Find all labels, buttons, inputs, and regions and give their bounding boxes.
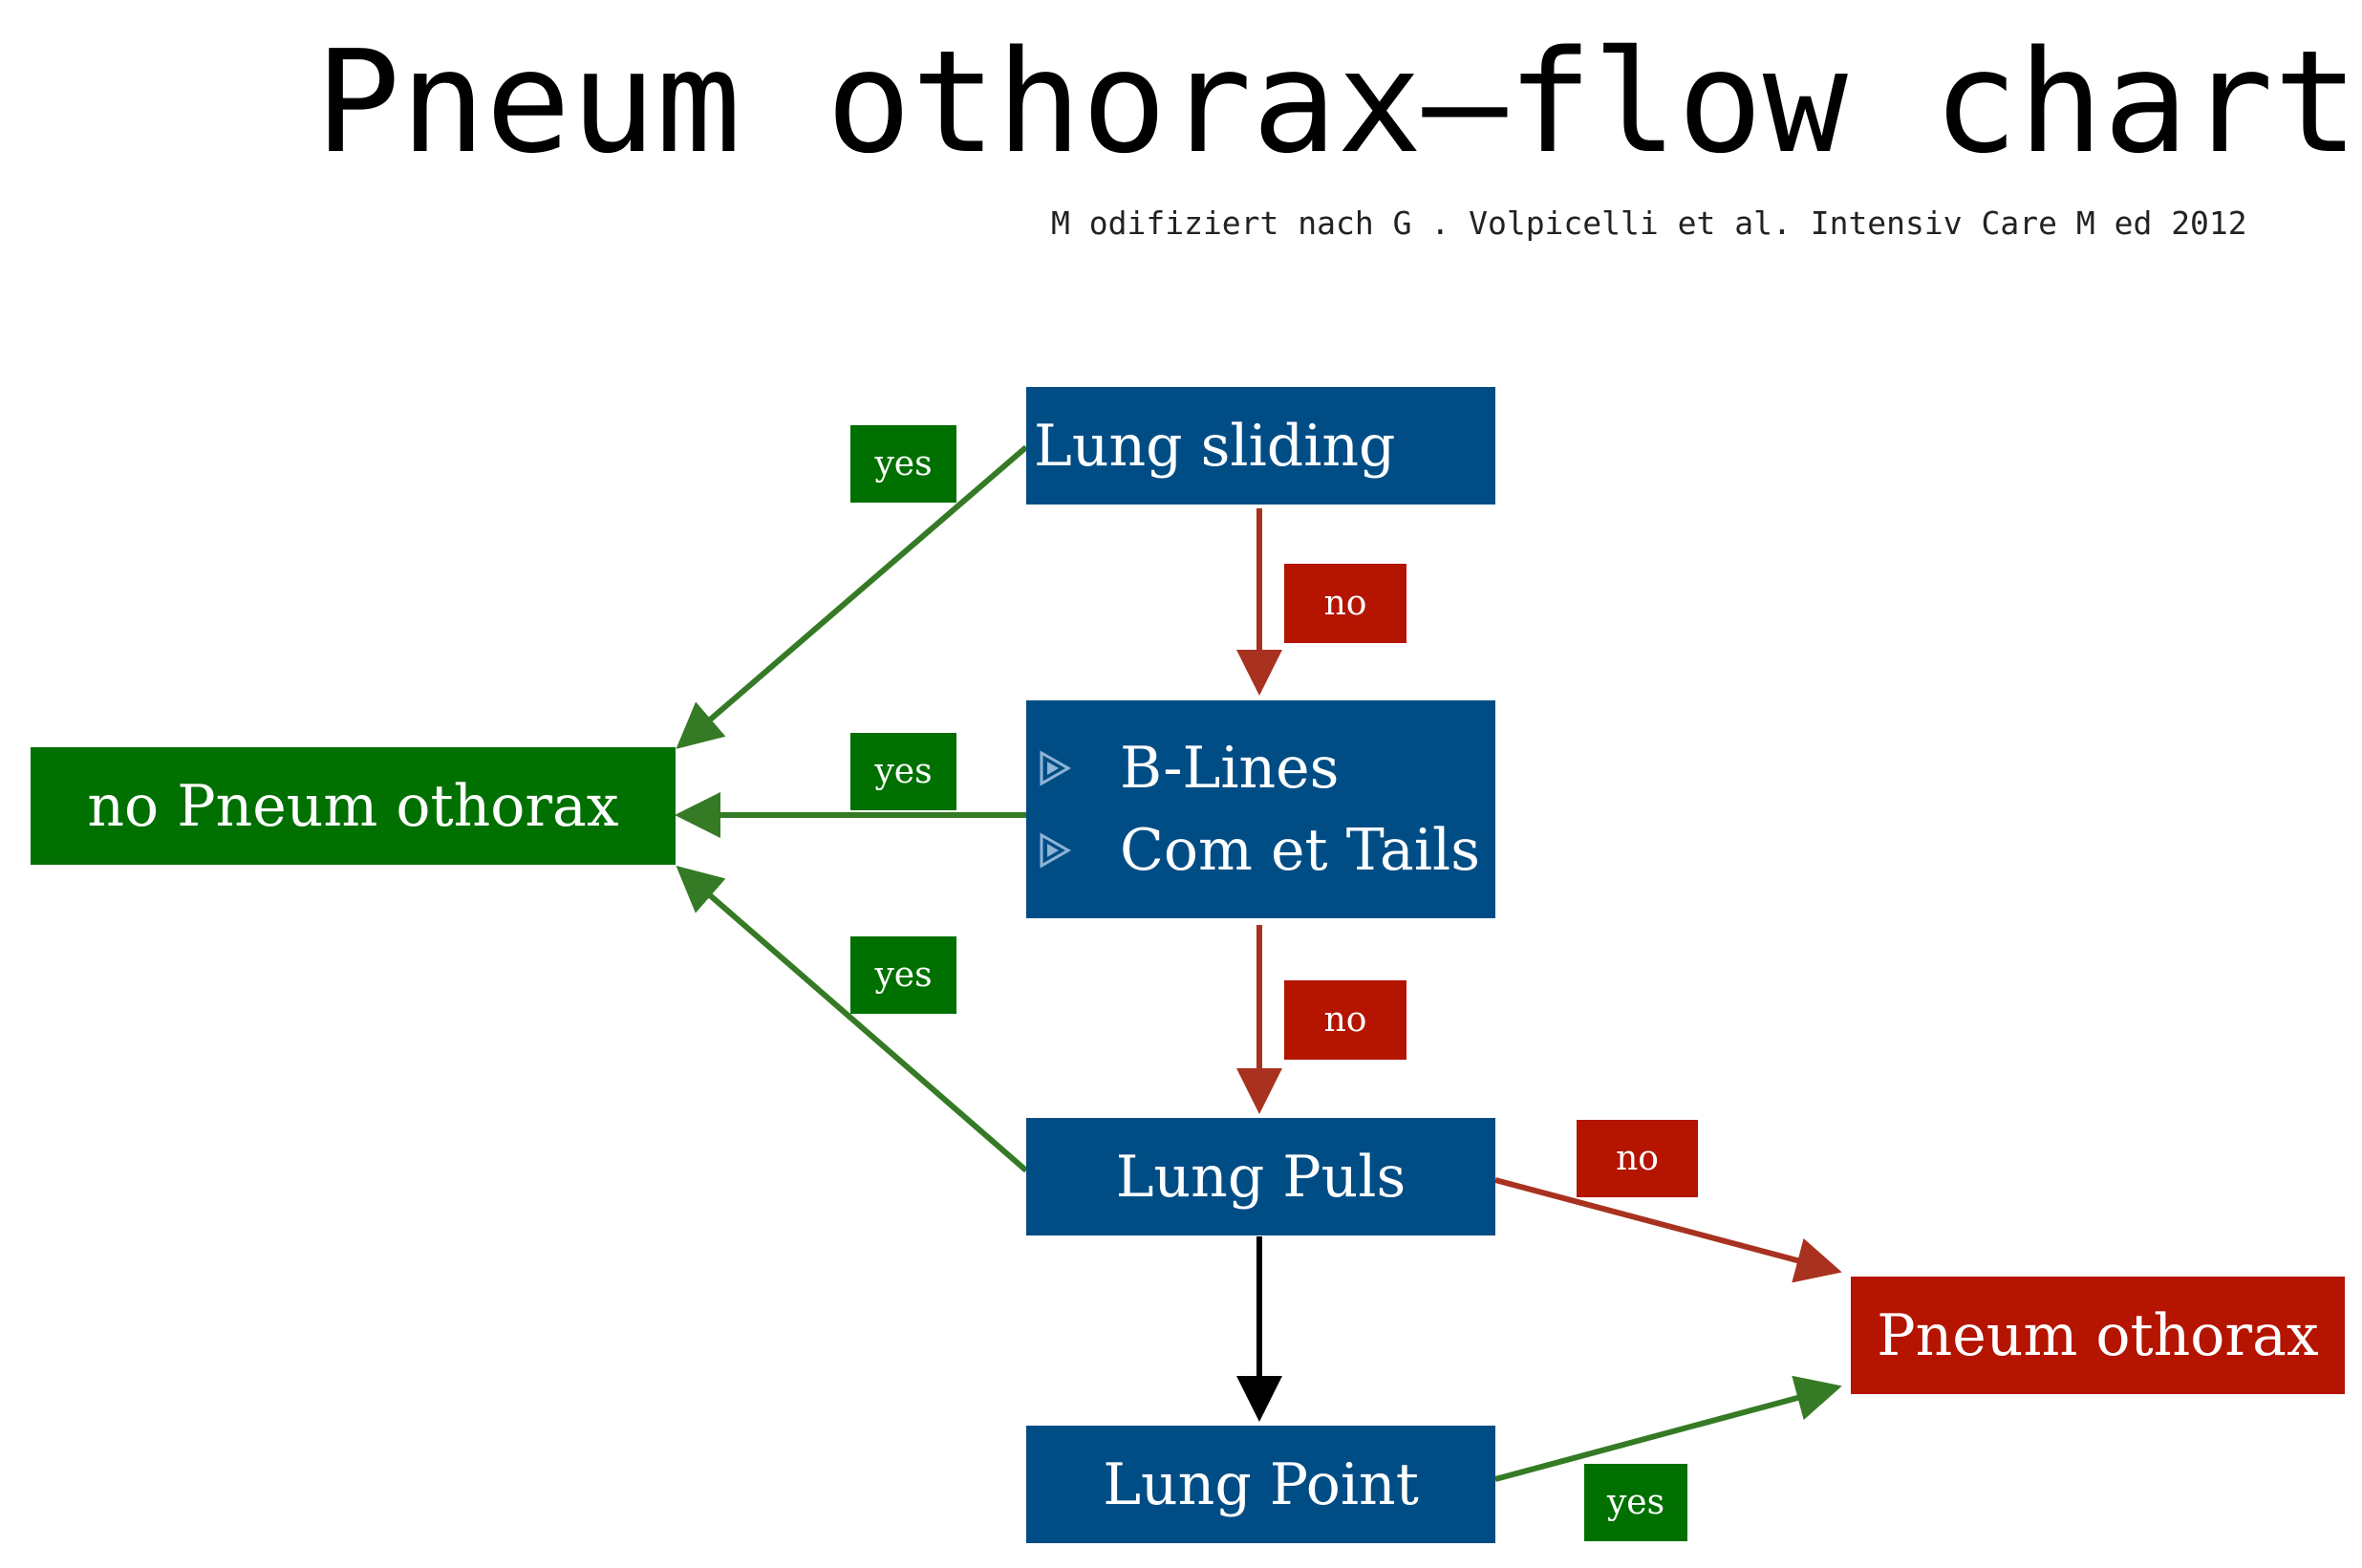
label-blines-no: no bbox=[1284, 980, 1406, 1060]
node-lung-point-label: Lung Point bbox=[1103, 1450, 1419, 1518]
node-lung-puls: Lung Puls bbox=[1026, 1118, 1495, 1235]
node-lung-sliding-label: Lung sliding bbox=[1034, 412, 1396, 480]
comet-tails-label: Com et Tails bbox=[1120, 817, 1480, 884]
label-blines-yes: yes bbox=[850, 733, 956, 810]
label-puls-no: no bbox=[1577, 1120, 1698, 1197]
b-lines-label: B-Lines bbox=[1120, 735, 1340, 802]
arrow-puls-to-pneumothorax bbox=[1494, 1177, 1842, 1283]
label-point-yes: yes bbox=[1584, 1464, 1687, 1541]
citation-subtitle: M odifiziert nach G . Volpicelli et al. … bbox=[1051, 204, 2247, 242]
arrow-puls-to-no-pneumothorax bbox=[676, 866, 1028, 1173]
node-lung-sliding: Lung sliding bbox=[1026, 387, 1495, 505]
result-no-pneumothorax: no Pneum othorax bbox=[31, 747, 676, 865]
result-pneumothorax-label: Pneum othorax bbox=[1877, 1301, 2319, 1369]
label-puls-yes: yes bbox=[850, 936, 956, 1014]
node-lung-point: Lung Point bbox=[1026, 1426, 1495, 1543]
comet-tails-item: Com et Tails bbox=[1040, 809, 1480, 891]
node-b-lines: B-Lines Com et Tails bbox=[1026, 700, 1495, 918]
node-lung-puls-label: Lung Puls bbox=[1115, 1143, 1406, 1211]
label-sliding-yes: yes bbox=[850, 425, 956, 503]
page-title: Pneum othorax–flow chart bbox=[315, 20, 2359, 184]
triangle-bullet-icon bbox=[1040, 832, 1072, 869]
b-lines-item: B-Lines bbox=[1040, 727, 1339, 809]
arrow-sliding-to-no-pneumothorax bbox=[676, 444, 1028, 749]
triangle-bullet-icon bbox=[1040, 750, 1072, 786]
result-no-pneumothorax-label: no Pneum othorax bbox=[87, 772, 619, 840]
label-sliding-no: no bbox=[1284, 564, 1406, 643]
result-pneumothorax: Pneum othorax bbox=[1851, 1277, 2345, 1394]
arrow-point-to-pneumothorax bbox=[1494, 1375, 1842, 1482]
